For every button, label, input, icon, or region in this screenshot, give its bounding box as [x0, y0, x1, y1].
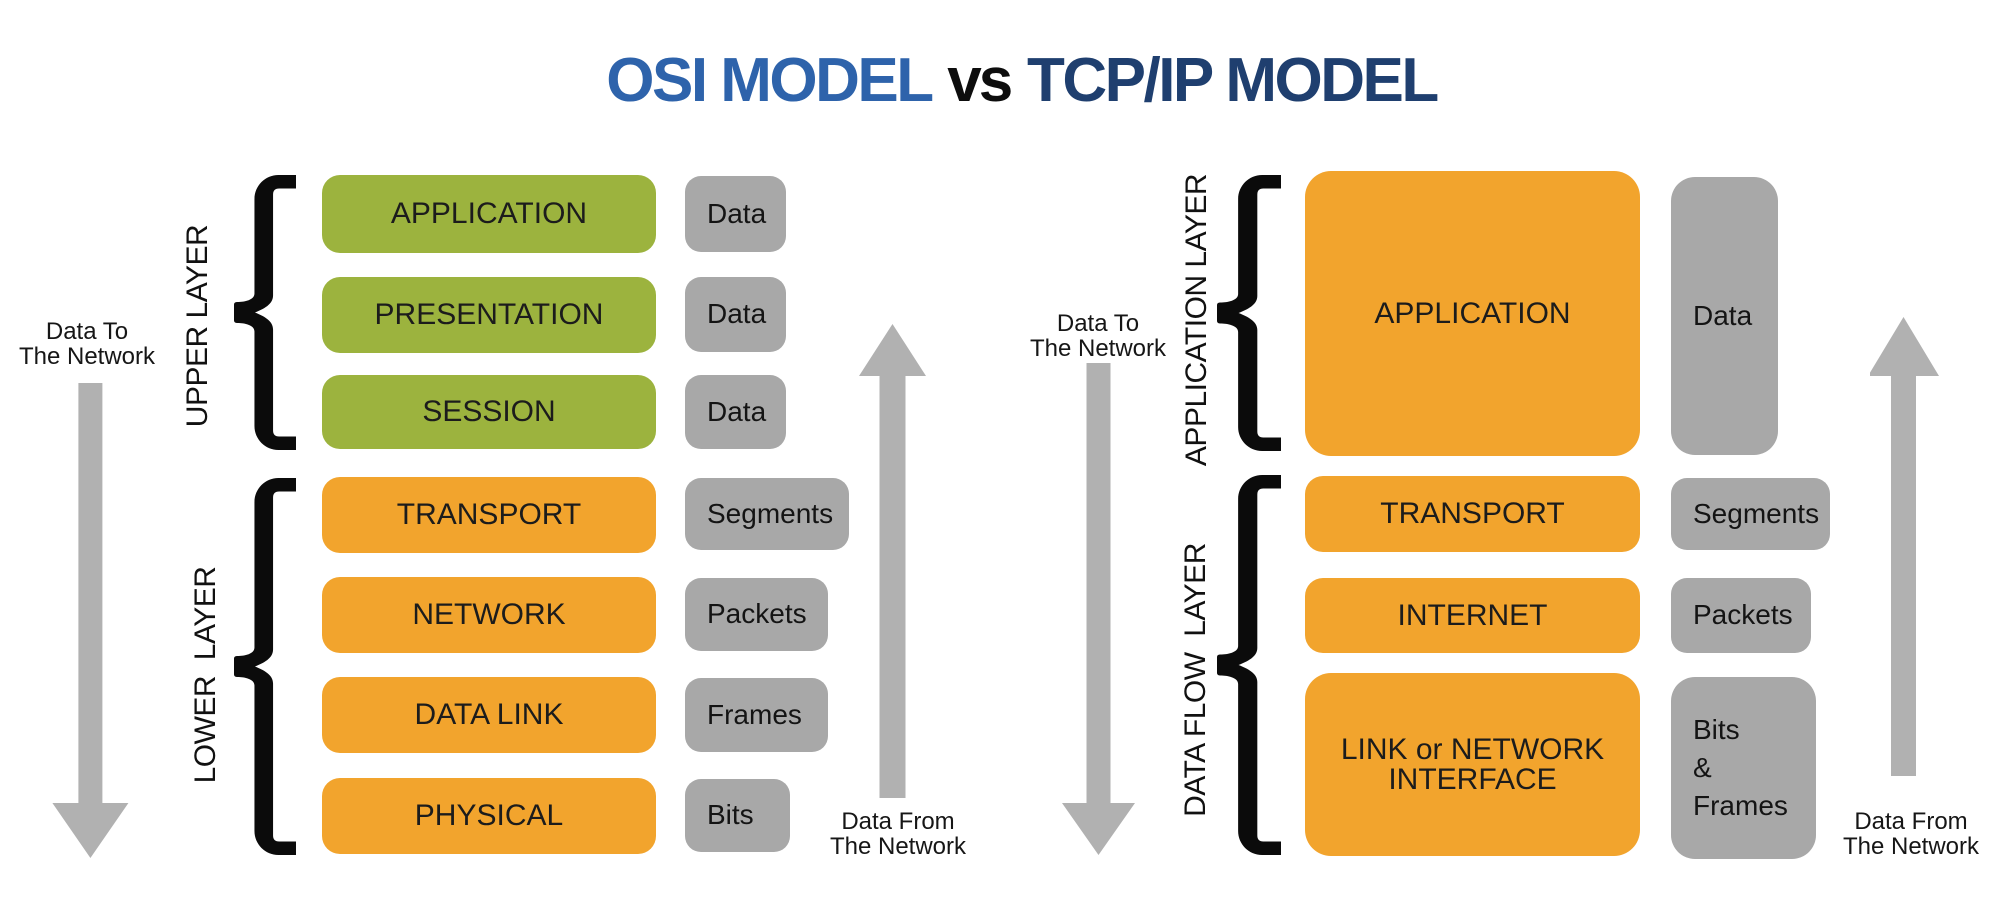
tcpip-data-flow-layer-label: DATA FLOW LAYER	[1179, 543, 1212, 817]
osi-unit-packets: Packets	[685, 578, 828, 651]
osi-layer-data-link: DATA LINK	[322, 677, 656, 753]
tcpip-layer-application: APPLICATION	[1305, 171, 1640, 456]
osi-lower-layer-brace	[234, 478, 296, 855]
tcpip-unit-line-amp: &	[1693, 752, 1712, 783]
title-osi-model: OSI MODEL	[606, 46, 933, 115]
tcpip-layer-link-label: LINK or NETWORK INTERFACE	[1340, 732, 1605, 796]
osi-layer-physical: PHYSICAL	[322, 778, 656, 854]
osi-lower-layer-label: LOWER LAYER	[189, 566, 222, 784]
tcpip-data-from-network-label: Data From The Network	[1842, 808, 1980, 860]
osi-data-from-network-arrow	[859, 324, 926, 798]
osi-layer-application: APPLICATION	[322, 175, 656, 253]
tcpip-unit-line-bits: Bits	[1693, 714, 1740, 745]
osi-layer-presentation: PRESENTATION	[322, 277, 656, 353]
osi-unit-segments: Segments	[685, 478, 849, 550]
osi-data-to-network-label: Data To The Network	[18, 318, 156, 370]
tcpip-layer-link-line2: INTERFACE	[1388, 762, 1557, 796]
osi-layer-network: NETWORK	[322, 577, 656, 653]
osi-upper-layer-label: UPPER LAYER	[181, 224, 214, 428]
tcpip-layer-transport: TRANSPORT	[1305, 476, 1640, 552]
osi-unit-data-3: Data	[685, 375, 786, 449]
osi-layer-transport: TRANSPORT	[322, 477, 656, 553]
page-title: OSI MODEL vs TCP/IP MODEL	[20, 45, 2003, 116]
tcpip-unit-bits-and-frames-lines: Bits & Frames	[1693, 711, 1788, 825]
title-tcpip-model: TCP/IP MODEL	[1026, 46, 1439, 115]
tcpip-data-flow-layer-brace	[1217, 475, 1281, 855]
tcpip-application-layer-brace	[1217, 175, 1281, 451]
tcpip-layer-link-or-network-interface: LINK or NETWORK INTERFACE	[1305, 673, 1640, 856]
tcpip-unit-data: Data	[1671, 177, 1778, 455]
tcpip-application-layer-label: APPLICATION LAYER	[1180, 173, 1213, 467]
osi-unit-data-2: Data	[685, 277, 786, 352]
osi-unit-bits: Bits	[685, 779, 790, 852]
tcpip-unit-line-frames: Frames	[1693, 790, 1788, 821]
osi-unit-frames: Frames	[685, 678, 828, 752]
tcpip-data-to-network-label: Data To The Network	[1029, 310, 1167, 362]
tcpip-data-to-network-arrow	[1062, 363, 1135, 855]
osi-upper-layer-brace	[234, 175, 296, 450]
tcpip-data-from-network-arrow	[1870, 317, 1939, 776]
tcpip-layer-link-line1: LINK or NETWORK	[1340, 732, 1605, 766]
tcpip-unit-segments: Segments	[1671, 478, 1830, 550]
osi-layer-session: SESSION	[322, 375, 656, 449]
tcpip-unit-packets: Packets	[1671, 578, 1811, 653]
title-vs: vs	[947, 46, 1013, 115]
tcpip-unit-bits-and-frames: Bits & Frames	[1671, 677, 1816, 859]
osi-data-to-network-arrow	[52, 383, 129, 858]
tcpip-layer-internet: INTERNET	[1305, 578, 1640, 653]
osi-unit-data-1: Data	[685, 176, 786, 252]
osi-data-from-network-label: Data From The Network	[829, 808, 967, 860]
